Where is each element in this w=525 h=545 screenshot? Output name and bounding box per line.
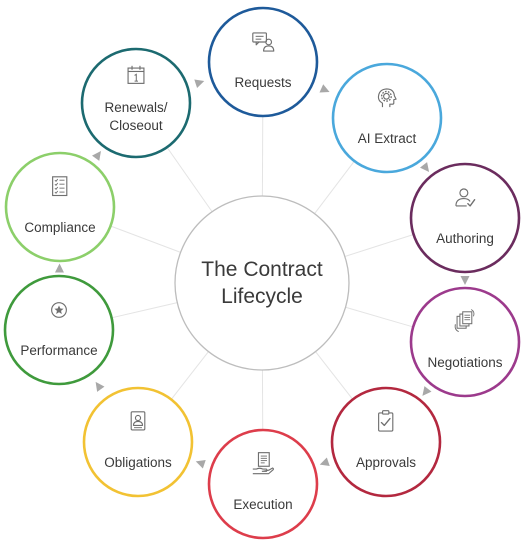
connector-spokes: [110, 115, 414, 431]
stage-ring-authoring: [409, 162, 521, 274]
stage-renewals[interactable]: Renewals/Closeout: [80, 47, 192, 159]
spoke-approvals: [315, 351, 354, 400]
stage-label-negotiations: Negotiations: [427, 355, 502, 370]
stage-obligations[interactable]: Obligations: [82, 386, 194, 498]
stage-label-renewals-line1: Renewals/: [104, 100, 167, 115]
arrow-approvals-to-execution: [319, 457, 330, 466]
stage-ai-extract[interactable]: AI Extract: [331, 62, 443, 174]
spoke-ai-extract: [314, 160, 355, 214]
spoke-performance: [111, 302, 178, 319]
stage-ring-approvals: [330, 386, 442, 498]
arrow-performance-to-compliance: [54, 263, 64, 273]
arrow-negotiations-to-approvals: [422, 386, 432, 396]
stage-authoring[interactable]: Authoring: [409, 162, 521, 274]
stage-label-approvals: Approvals: [356, 455, 416, 470]
stage-label-authoring: Authoring: [436, 231, 494, 246]
spoke-authoring: [344, 233, 414, 257]
arrow-requests-to-ai-extract: [319, 84, 330, 93]
center-title-line2: Lifecycle: [221, 285, 303, 308]
stage-ring-ai-extract: [331, 62, 443, 174]
stage-label-renewals-line2: Closeout: [109, 118, 163, 133]
stage-ring-negotiations: [409, 286, 521, 398]
stage-requests[interactable]: Requests: [207, 6, 319, 118]
stage-label-requests: Requests: [234, 75, 291, 90]
stage-ring-execution: [207, 428, 319, 540]
lifecycle-stages: Requests AI ExtractAuthoringNegotiationsA…: [3, 6, 521, 540]
arrow-obligations-to-performance: [95, 381, 105, 392]
arrow-authoring-to-negotiations: [460, 276, 470, 285]
stage-ring-obligations: [82, 386, 194, 498]
stage-ring-compliance: [4, 151, 116, 263]
stage-compliance[interactable]: Compliance: [4, 151, 116, 263]
spoke-negotiations: [345, 306, 414, 328]
flow-arrows: [54, 79, 470, 469]
stage-negotiations[interactable]: Negotiations: [409, 286, 521, 398]
spoke-compliance: [110, 225, 181, 253]
spoke-obligations: [170, 351, 209, 400]
spoke-renewals: [166, 146, 213, 213]
stage-label-obligations: Obligations: [104, 455, 172, 470]
stage-label-ai-extract: AI Extract: [358, 131, 417, 146]
stage-approvals[interactable]: Approvals: [330, 386, 442, 498]
center-hub: The Contract Lifecycle: [174, 195, 350, 371]
center-ring: [174, 195, 350, 371]
stage-execution[interactable]: Execution: [207, 428, 319, 540]
arrow-ai-extract-to-authoring: [419, 162, 430, 172]
stage-ring-performance: [3, 274, 115, 386]
arrow-renewals-to-requests: [194, 79, 205, 89]
arrow-execution-to-obligations: [195, 460, 206, 469]
arrow-compliance-to-renewals: [92, 150, 101, 161]
stage-ring-requests: [207, 6, 319, 118]
stage-ring-renewals: [80, 47, 192, 159]
stage-label-compliance: Compliance: [24, 220, 95, 235]
stage-label-execution: Execution: [233, 497, 292, 512]
stage-performance[interactable]: Performance: [3, 274, 115, 386]
center-title-line1: The Contract: [201, 258, 323, 281]
stage-label-performance: Performance: [20, 343, 97, 358]
